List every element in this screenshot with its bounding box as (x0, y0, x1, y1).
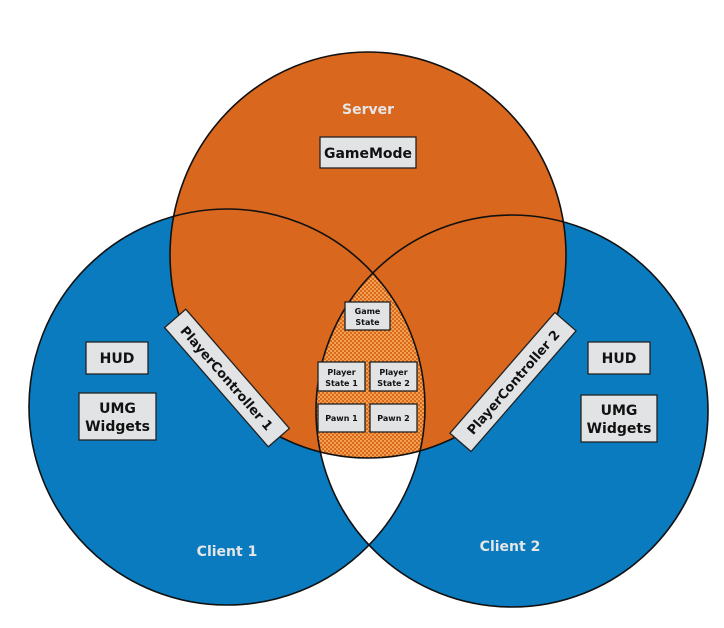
svg-text:UMG: UMG (601, 403, 638, 419)
hud2-box: HUD (587, 341, 651, 375)
svg-text:GameMode: GameMode (324, 146, 412, 162)
client2-outline (315, 214, 709, 608)
playerstate2-box: Player State 2 (369, 361, 418, 392)
umg1-box: UMG Widgets (78, 392, 157, 441)
svg-text:HUD: HUD (602, 351, 637, 367)
svg-text:Game: Game (355, 307, 381, 316)
gamemode-box: GameMode (319, 136, 417, 169)
pawn1-box: Pawn 1 (317, 403, 366, 433)
client2-label: Client 2 (480, 539, 541, 555)
gamestate-box: Game State (344, 301, 391, 331)
hud1-box: HUD (85, 341, 149, 375)
svg-text:Player: Player (379, 368, 407, 377)
server-outline (169, 51, 567, 459)
server-label: Server (342, 102, 394, 118)
svg-text:Pawn 2: Pawn 2 (377, 414, 409, 423)
svg-text:Widgets: Widgets (587, 421, 652, 437)
svg-text:State: State (355, 318, 380, 327)
svg-text:State 2: State 2 (377, 379, 410, 388)
server-circle (170, 52, 566, 458)
client1-label: Client 1 (197, 544, 258, 560)
playerstate1-box: Player State 1 (317, 361, 366, 392)
svg-text:Widgets: Widgets (85, 419, 150, 435)
svg-text:Pawn 1: Pawn 1 (325, 414, 358, 423)
umg2-box: UMG Widgets (580, 394, 658, 443)
svg-text:UMG: UMG (99, 401, 136, 417)
client1-outline (28, 208, 426, 606)
pawn2-box: Pawn 2 (369, 403, 418, 433)
svg-text:HUD: HUD (100, 351, 135, 367)
svg-text:State 1: State 1 (325, 379, 358, 388)
svg-text:Player: Player (327, 368, 355, 377)
